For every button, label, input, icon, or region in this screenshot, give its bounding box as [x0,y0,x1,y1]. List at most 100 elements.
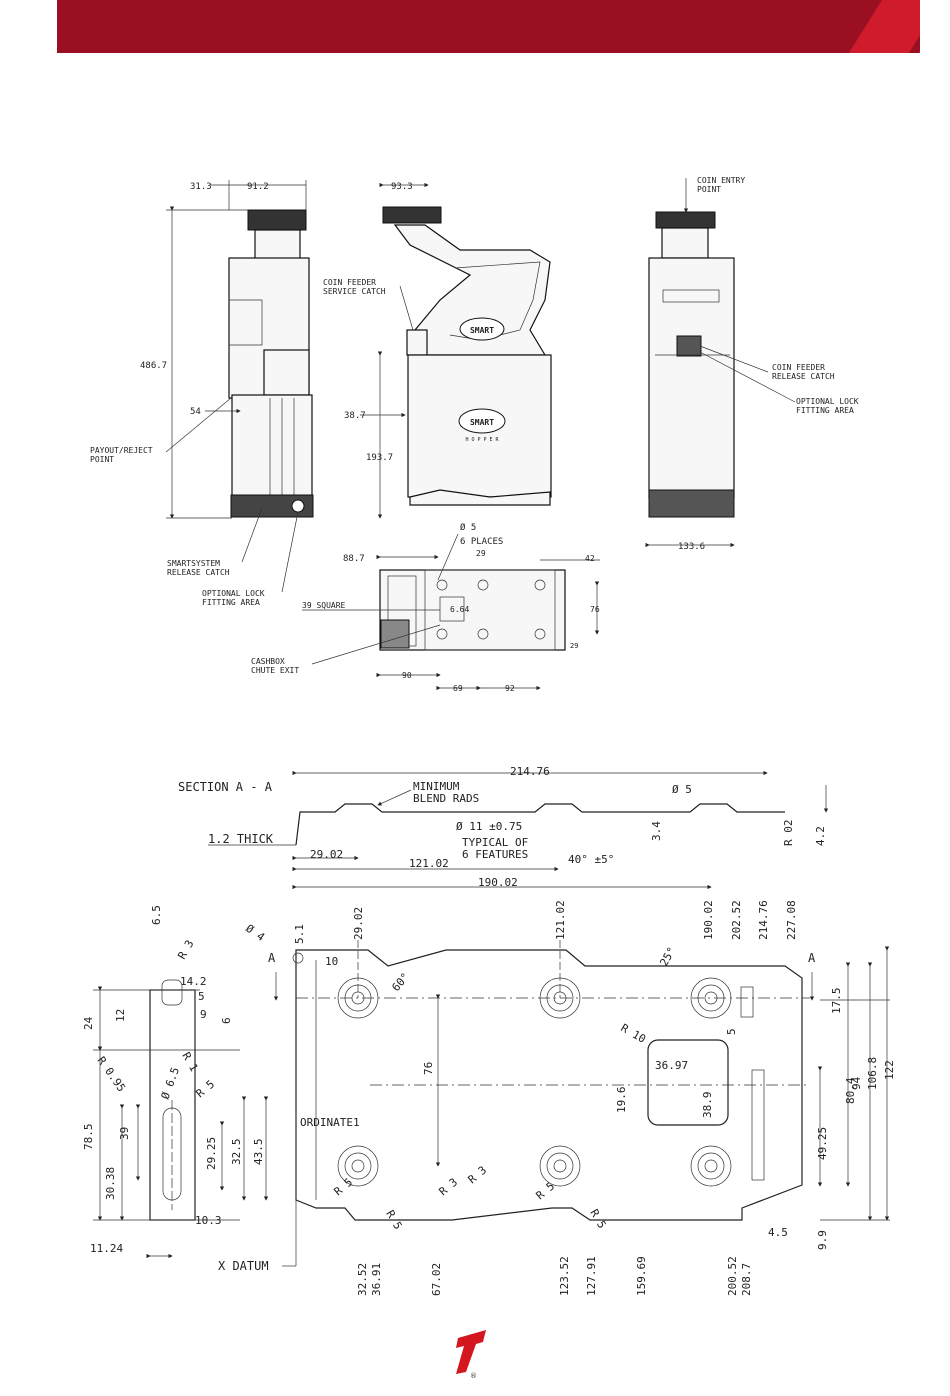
dim-label: 193.7 [366,453,393,463]
dim-label: 93.3 [391,182,413,192]
dim-label: 4.5 [768,1226,788,1239]
callout-label: BLEND RADS [413,792,479,805]
dim-label: 227.08 [785,900,798,940]
callout-label: FITTING AREA [202,598,260,607]
dim-label: 29 [570,642,578,650]
dim-label: 121.02 [409,857,449,870]
dim-label: 123.52 [558,1256,571,1296]
callout-label: OPTIONAL LOCK [796,397,859,406]
callout-label: POINT [697,185,721,194]
dim-label: 12 [114,1009,127,1022]
section-marker: A [808,951,816,965]
dim-label: 30.38 [104,1167,117,1200]
dim-label: 9 [200,1008,207,1021]
dim-label: 121.02 [554,900,567,940]
dim-label: 29 [476,549,486,558]
dim-label: 10 [325,955,338,968]
ordinate-label: ORDINATE1 [300,1116,360,1129]
section-title: SECTION A - A [178,780,273,794]
dim-label: R 5 [332,1176,356,1199]
dim-label: R 3 [175,938,196,962]
dim-label: 38.7 [344,411,366,421]
dim-label: 38.9 [701,1092,714,1119]
dim-label: 127.91 [585,1256,598,1296]
dim-label: Ø 11 ±0.75 [456,820,522,833]
dim-label: 122 [883,1060,896,1080]
dim-label: 159.69 [635,1256,648,1296]
callout-label: RELEASE CATCH [167,568,230,577]
dim-label: 94 [850,1076,863,1090]
dim-label: 91.2 [247,182,269,192]
dim-label: 3.4 [650,821,663,841]
plate-bottom-dims: 32.52 36.91 67.02 123.52 127.91 159.69 2… [356,1256,753,1296]
callout-label: CHUTE EXIT [251,666,299,675]
dim-label: 76 [422,1062,435,1075]
plate-top-dims: 29.02 121.02 190.02 202.52 214.76 227.08 [352,900,798,998]
hopper-side-view [228,209,314,518]
callout-label: MINIMUM [413,780,460,793]
dim-label: 106.8 [866,1057,879,1090]
dim-label: 67.02 [430,1263,443,1296]
dim-label: 29.25 [205,1137,218,1170]
hopper-rear-view [648,211,735,518]
dim-label: 24 [82,1016,95,1030]
dim-label: 190.02 [478,876,518,889]
dim-label: 40° ±5° [568,853,614,866]
dim-label: 92 [505,684,515,693]
dim-label: 5.1 [293,924,306,944]
dim-label: R 5 [587,1207,608,1231]
dim-label: 10.3 [195,1214,222,1227]
dim-label: R 5 [383,1208,404,1232]
dim-label: R 5 [194,1078,218,1101]
dim-label: 11.24 [90,1242,123,1255]
bracket-dims: 6.5 R 3 14.2 5 24 12 9 6 R 1 R 0.95 Ø 6.… [82,905,269,1259]
section-marker: A [268,951,276,965]
dim-label: R 5 [534,1180,558,1203]
dim-label: 69 [453,684,463,693]
smart-badge: SMART [470,418,494,427]
dim-label: 32.5 [230,1139,243,1166]
registered-mark: ® [470,1372,477,1380]
dim-label: 39 SQUARE [302,601,346,610]
header-banner [57,0,920,53]
dim-label: 208.7 [740,1263,753,1296]
dim-label: 133.6 [678,542,705,552]
dim-label: 19.6 [615,1087,628,1114]
dim-label: R 3 [466,1164,490,1187]
dim-label: R 1 [179,1050,200,1074]
callout-label: OPTIONAL LOCK [202,589,265,598]
dim-label: 42 [585,554,595,563]
dim-label: 36.97 [655,1059,688,1072]
dim-label: R 3 [437,1176,461,1199]
dim-label: 88.7 [343,554,365,564]
dim-label: 25° [657,945,678,969]
hopper-label: H O P P E R [465,437,499,443]
callout-label: SERVICE CATCH [323,287,386,296]
dim-label: 78.5 [82,1124,95,1151]
dim-label: 36.91 [370,1263,383,1296]
dim-label: 214.76 [757,900,770,940]
callout-label: COIN FEEDER [772,363,825,372]
dim-label: Ø 4 [243,922,267,944]
dim-label: 31.3 [190,182,212,192]
dim-label: 39 [118,1127,131,1140]
plate-right-dims: 17.5 49.25 80.4 94 106.8 122 9.9 4.5 [768,946,896,1250]
callout-label: COIN FEEDER [323,278,376,287]
dim-label: 214.76 [510,765,550,778]
dim-label: Ø 5 [460,522,476,533]
hopper-front-view: SMART SMART H O P P E R [382,206,552,506]
dim-label: R 0.95 [95,1054,128,1094]
dim-label: 32.52 [356,1263,369,1296]
callout-label: POINT [90,455,114,464]
dim-label: 76 [590,605,600,614]
dim-label: Ø 6.5 [159,1065,183,1101]
dim-label: 6 [220,1017,233,1024]
side-bracket [149,979,196,1221]
dim-label: 202.52 [730,900,743,940]
callout-label: FITTING AREA [796,406,854,415]
section-thickness: 1.2 THICK [208,832,274,846]
dim-label: 80.4 [844,1077,857,1104]
dim-label: 54 [190,407,201,417]
dim-label: 90 [402,671,412,680]
dim-label: 49.25 [816,1127,829,1160]
